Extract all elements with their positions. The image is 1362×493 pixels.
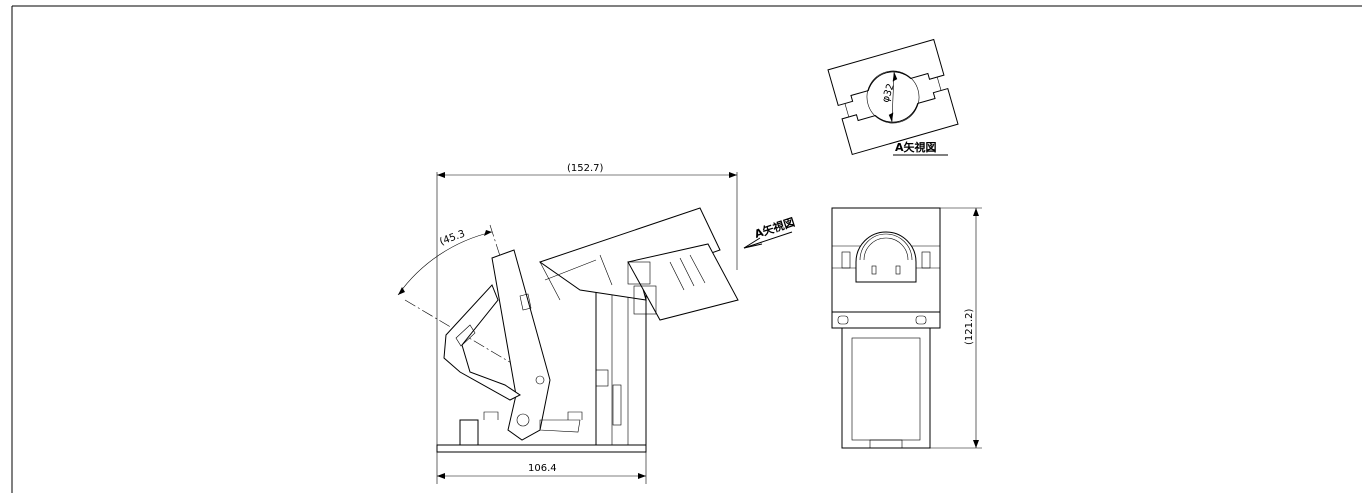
overall-width-label: (152.7) bbox=[567, 163, 604, 174]
height-label: (121.2) bbox=[964, 308, 975, 345]
sheet-border bbox=[11, 5, 1362, 493]
base-width-label: 106.4 bbox=[528, 463, 557, 474]
dimension-height bbox=[930, 207, 982, 449]
dimension-overall-width bbox=[436, 172, 738, 455]
view-a-detail bbox=[827, 38, 959, 156]
view-a-arrow bbox=[743, 231, 793, 249]
side-view-body bbox=[436, 207, 739, 453]
front-view bbox=[831, 207, 941, 449]
view-a-title: A矢視図 bbox=[895, 140, 937, 154]
angle-label: (45.3 bbox=[438, 229, 466, 248]
view-a-arrow-label: A矢視図 bbox=[753, 215, 797, 241]
hole-diameter-label: φ32 bbox=[880, 82, 896, 104]
dimension-base-width bbox=[436, 450, 647, 484]
